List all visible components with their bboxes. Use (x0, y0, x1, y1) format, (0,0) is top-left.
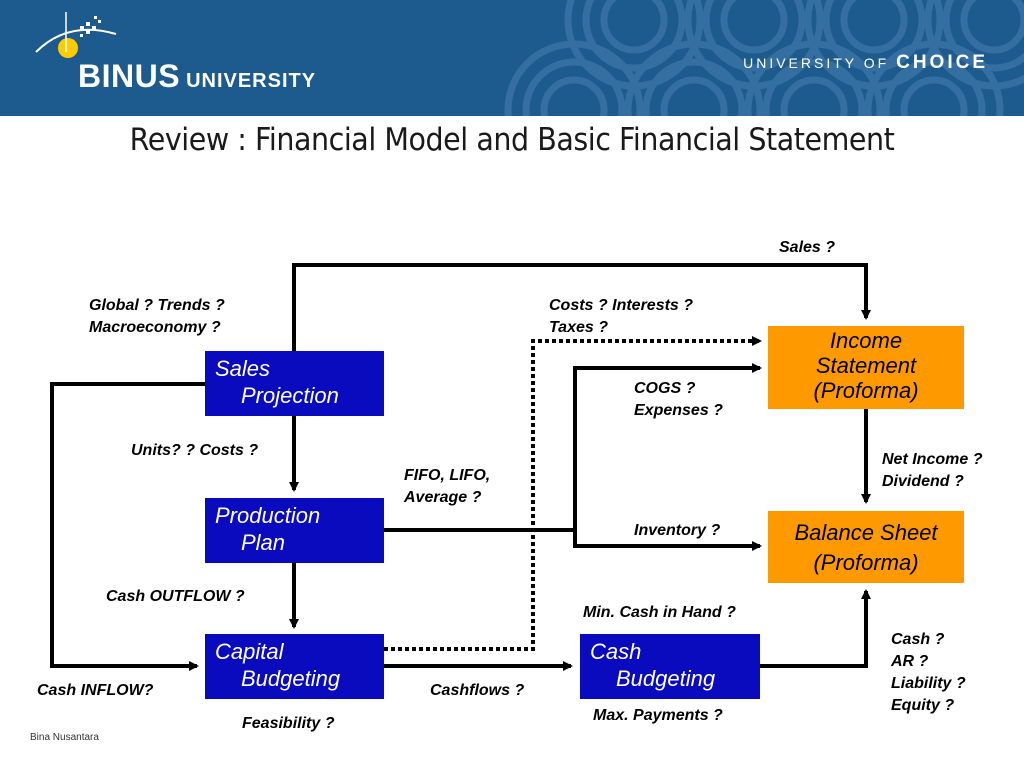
label-max-payments: Max. Payments ? (593, 707, 723, 724)
logo-sub: UNIVERSITY (186, 70, 317, 92)
balance-box-line1: Balance Sheet (794, 520, 938, 545)
label-costs-interests: Costs ? Interests ? Taxes ? (549, 295, 693, 339)
label-cashflows: Cashflows ? (430, 682, 525, 699)
tagline-pre: UNIVERSITY OF (743, 55, 890, 71)
label-feasibility: Feasibility ? (242, 715, 335, 732)
balance-box-line2: (Proforma) (813, 550, 919, 575)
header-arc-pattern (504, 0, 1024, 116)
label-cogs-line2: Expenses ? (634, 402, 723, 419)
label-net-line1: Net Income ? (882, 451, 983, 468)
sales-projection-box: Sales Projection (205, 351, 384, 416)
footer-text: Bina Nusantara (30, 732, 99, 743)
cash-box-line2: Budgeting (616, 666, 716, 691)
label-inventory: Inventory ? (634, 522, 721, 539)
income-box-line3: (Proforma) (813, 378, 919, 403)
label-cash-item: Cash ? (891, 631, 945, 648)
balance-sheet-box: Balance Sheet (Proforma) (768, 511, 964, 583)
label-costs-line2: Taxes ? (549, 319, 608, 336)
label-net-income: Net Income ? Dividend ? (882, 449, 982, 493)
label-fifo-line2: Average ? (404, 489, 482, 506)
tagline: UNIVERSITY OF CHOICE (743, 52, 988, 74)
cash-budgeting-box: Cash Budgeting (580, 634, 760, 699)
label-units-costs: Units? ? Costs ? (131, 442, 259, 459)
slide-title: Review : Financial Model and Basic Finan… (129, 122, 895, 158)
arrow-inventory-to-balance (573, 530, 762, 551)
label-min-cash: Min. Cash in Hand ? (583, 604, 736, 621)
arrow-sales-to-income (292, 263, 871, 352)
label-sales-q: Sales ? (779, 239, 836, 256)
arrow-sales-to-capital (50, 382, 205, 671)
label-global-line2: Macroeconomy ? (89, 319, 221, 336)
label-global-line1: Global ? Trends ? (89, 297, 225, 314)
tagline-choice: CHOICE (896, 52, 988, 73)
label-balance-items: Cash ? AR ? Liability ? Equity ? (891, 629, 966, 717)
sales-box-line2: Projection (241, 383, 339, 408)
arrow-production-to-income (384, 363, 762, 532)
label-cogs-expenses: COGS ? Expenses ? (634, 378, 723, 422)
label-cash-inflow: Cash INFLOW? (37, 682, 154, 699)
label-liability-item: Liability ? (891, 675, 966, 692)
capital-box-line2: Budgeting (241, 666, 341, 691)
label-equity-item: Equity ? (891, 697, 955, 714)
arrow-cash-to-balance (760, 589, 871, 668)
label-fifo-line1: FIFO, LIFO, (404, 467, 491, 484)
label-costs-line1: Costs ? Interests ? (549, 297, 694, 314)
production-plan-box: Production Plan (205, 498, 384, 563)
label-fifo-lifo: FIFO, LIFO, Average ? (404, 465, 490, 509)
income-box-line1: Income (829, 328, 903, 353)
binus-logo-icon (35, 12, 117, 58)
label-net-line2: Dividend ? (882, 473, 964, 490)
production-box-line2: Plan (241, 530, 286, 555)
income-box-line2: Statement (815, 353, 917, 378)
label-cogs-line1: COGS ? (634, 380, 696, 397)
label-ar-item: AR ? (891, 653, 929, 670)
label-cash-outflow: Cash OUTFLOW ? (106, 588, 245, 605)
capital-box-line1: Capital (215, 639, 284, 664)
income-statement-box: Income Statement (Proforma) (768, 326, 964, 409)
logo-main: BINUS (78, 58, 181, 94)
dotted-arrow-capital-to-income (384, 336, 762, 651)
production-box-line1: Production (215, 503, 321, 528)
sales-box-line1: Sales (215, 356, 271, 381)
cash-box-line1: Cash (590, 639, 642, 664)
capital-budgeting-box: Capital Budgeting (205, 634, 384, 699)
label-global-trends: Global ? Trends ? Macroeconomy ? (89, 295, 225, 339)
